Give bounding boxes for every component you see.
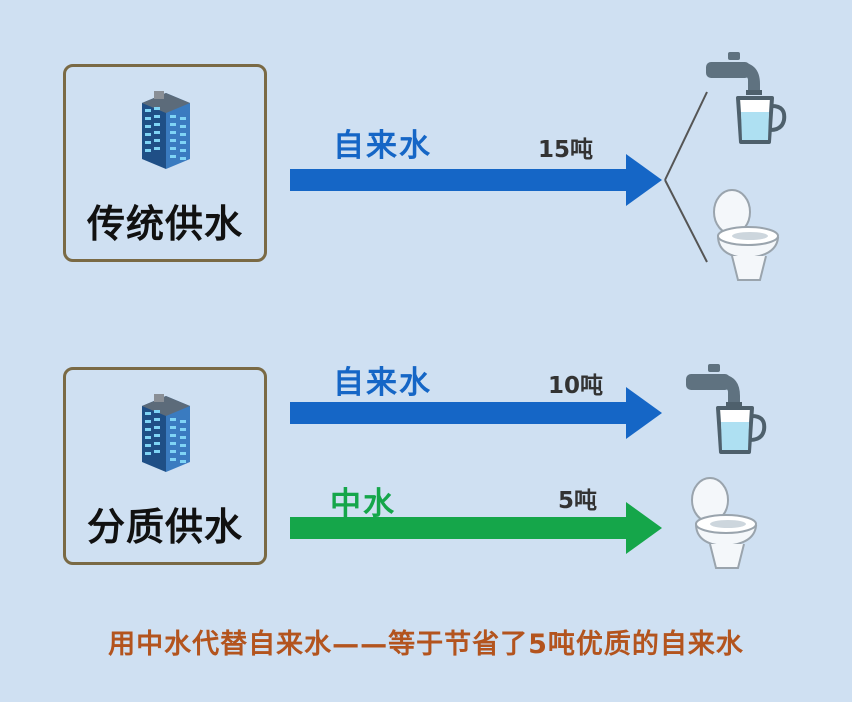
- dual-supply-title: 分质供水: [86, 505, 243, 549]
- toilet-icon: [691, 477, 758, 569]
- building-icon: [142, 394, 190, 472]
- footer-caption: 用中水代替自来水——等于节省了5吨优质的自来水: [108, 629, 744, 660]
- split-lines: [664, 91, 708, 263]
- traditional-quantity: 15吨: [538, 137, 594, 163]
- traditional-arrow: [290, 154, 662, 206]
- faucet-icon: [706, 52, 762, 95]
- faucet-icon: [686, 364, 742, 407]
- water-cup-icon: [736, 96, 787, 144]
- building-icon: [142, 91, 190, 169]
- dual-tap-flow-label: 自来水: [333, 365, 432, 401]
- dual-tap-quantity: 10吨: [548, 373, 604, 399]
- traditional-supply-panel: 传统供水: [63, 64, 267, 262]
- dual-reclaimed-arrow: [290, 502, 662, 554]
- water-cup-icon: [716, 406, 767, 454]
- toilet-icon: [713, 189, 780, 281]
- dual-reclaimed-flow-label: 中水: [330, 486, 396, 522]
- dual-reclaimed-quantity: 5吨: [558, 488, 598, 514]
- traditional-flow-label: 自来水: [333, 128, 432, 164]
- traditional-supply-title: 传统供水: [86, 202, 243, 246]
- dual-supply-panel: 分质供水: [63, 367, 267, 565]
- dual-tap-arrow: [290, 387, 662, 439]
